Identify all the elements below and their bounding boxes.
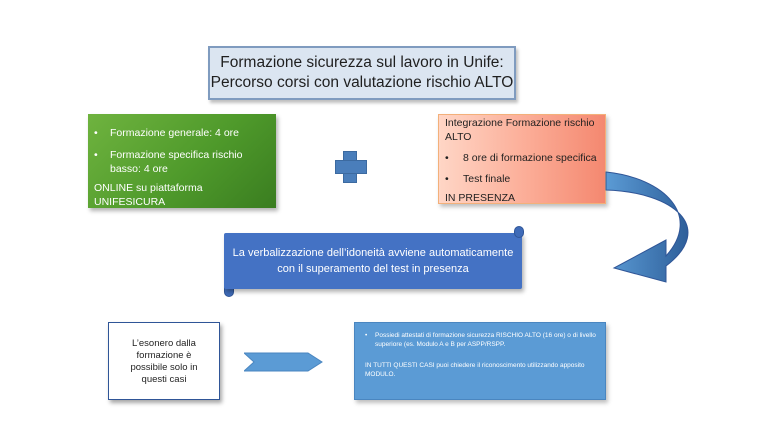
title-line-2: Percorso corsi con valutazione rischio A… <box>210 74 514 91</box>
training-item-specific: Formazione specifica rischio basso: 4 or… <box>88 148 258 176</box>
curved-arrow-icon <box>605 171 689 283</box>
verbalization-banner: La verbalizzazione dell’idoneità avviene… <box>224 233 522 289</box>
high-risk-integration-box: Integrazione Formazione rischio ALTO 8 o… <box>438 114 606 204</box>
banner-line-1: La verbalizzazione dell’idoneità avviene… <box>232 247 514 259</box>
cases-note-text: IN TUTTI QUESTI CASI puoi chiedere il ri… <box>365 362 585 378</box>
cases-bullet-text: Possiedi attestati di formazione sicurez… <box>363 332 597 349</box>
integration-item-hours: 8 ore di formazione specifica <box>439 151 605 165</box>
integration-footer: IN PRESENZA <box>445 192 516 204</box>
online-training-box: Formazione generale: 4 ore Formazione sp… <box>88 114 276 208</box>
banner-line-2: con il superamento del test in presenza <box>277 263 469 275</box>
training-item-general: Formazione generale: 4 ore <box>88 126 258 140</box>
exemption-cases-box: Possiedi attestati di formazione sicurez… <box>354 322 606 400</box>
chevron-right-arrow-icon <box>244 352 323 372</box>
diagram-title: Formazione sicurezza sul lavoro in Unife… <box>208 46 516 100</box>
integration-item-test: Test finale <box>439 172 605 186</box>
online-training-footer: ONLINE su piattaforma UNIFESICURA <box>94 182 203 208</box>
exoneration-box <box>108 322 220 400</box>
integration-title: Integrazione Formazione rischio ALTO <box>445 117 595 143</box>
title-line-1: Formazione sicurezza sul lavoro in Unife… <box>220 54 504 71</box>
scroll-right-roll <box>514 226 524 238</box>
exoneration-text: L’esonero dalla formazione è possibile s… <box>130 338 198 385</box>
